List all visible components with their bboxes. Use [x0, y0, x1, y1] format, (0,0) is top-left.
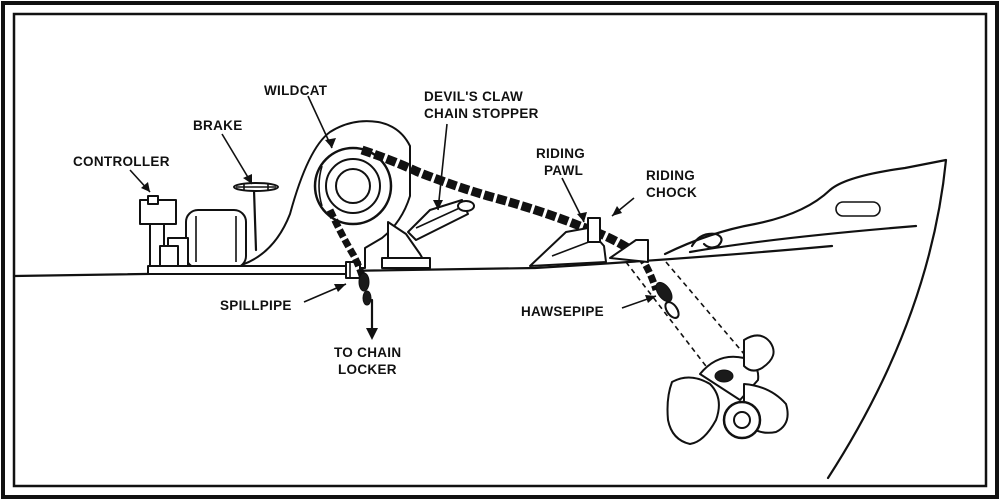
- leader-lines: [129, 95, 657, 340]
- label-to-chain-2: LOCKER: [338, 362, 397, 377]
- label-riding-chock-1: RIDING: [646, 168, 695, 183]
- ship-bow: [663, 158, 948, 480]
- label-devils-claw-1: DEVIL'S CLAW: [424, 89, 523, 104]
- brake-wheel: [233, 182, 279, 252]
- controller: [139, 195, 179, 269]
- label-riding-chock-2: CHOCK: [646, 185, 697, 200]
- label-spillpipe: SPILLPIPE: [220, 298, 292, 313]
- label-brake: BRAKE: [193, 118, 243, 133]
- hawsepipe: [625, 261, 757, 375]
- wildcat-pedestal: [381, 221, 431, 269]
- anchor: [666, 334, 789, 445]
- motor: [167, 209, 247, 269]
- label-to-chain-1: TO CHAIN: [334, 345, 401, 360]
- label-hawsepipe: HAWSEPIPE: [521, 304, 604, 319]
- inner-frame: [12, 12, 988, 488]
- chain-to-locker: [326, 208, 372, 306]
- label-devils-claw-2: CHAIN STOPPER: [424, 106, 539, 121]
- riding-chock: [609, 239, 649, 263]
- label-controller: CONTROLLER: [73, 154, 170, 169]
- label-wildcat: WILDCAT: [264, 83, 328, 98]
- deck-line: [12, 244, 834, 278]
- base-plate: [147, 265, 361, 275]
- devils-claw-chain-stopper: [407, 199, 475, 241]
- label-riding-pawl-2: PAWL: [544, 163, 583, 178]
- riding-pawl: [529, 217, 607, 267]
- label-riding-pawl-1: RIDING: [536, 146, 585, 161]
- wildcat-drum: [313, 146, 393, 226]
